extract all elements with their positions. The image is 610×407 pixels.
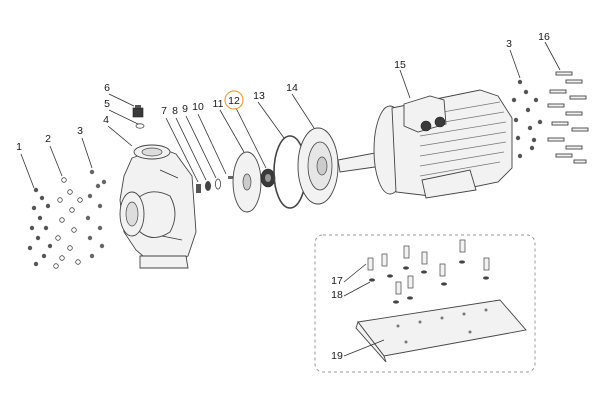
callout-labels: 1 2 3 4 5 6 7 8 9 10 11 12 13 14 15 3 16… bbox=[16, 31, 550, 362]
part-5-washer bbox=[135, 123, 145, 129]
callout-6: 6 bbox=[104, 82, 110, 94]
callout-15: 15 bbox=[394, 59, 406, 71]
callout-18: 18 bbox=[331, 289, 343, 301]
part-3-right-washers bbox=[511, 79, 543, 159]
callout-2: 2 bbox=[45, 133, 51, 145]
callout-17: 17 bbox=[331, 275, 343, 287]
callout-12: 12 bbox=[228, 95, 240, 107]
callout-7: 7 bbox=[161, 105, 167, 117]
callout-12-highlight bbox=[224, 90, 244, 110]
part-9-gasket bbox=[214, 178, 221, 190]
callout-10: 10 bbox=[192, 101, 204, 113]
callout-13: 13 bbox=[253, 90, 265, 102]
part-4-pump-casing bbox=[119, 144, 197, 269]
callout-3-left: 3 bbox=[77, 125, 83, 137]
callout-3-right: 3 bbox=[506, 38, 512, 50]
part-14-adapter-plate bbox=[297, 127, 339, 205]
part-7-ring bbox=[196, 184, 201, 193]
callout-14: 14 bbox=[286, 82, 298, 94]
part-11-impeller bbox=[232, 151, 262, 213]
part-10-key bbox=[228, 176, 234, 179]
part-16-bolts bbox=[547, 71, 589, 164]
part-18-washers bbox=[369, 260, 489, 304]
callout-8: 8 bbox=[172, 105, 178, 117]
base-plate-inset bbox=[314, 234, 536, 373]
part-17-bolts bbox=[367, 239, 490, 295]
callout-9: 9 bbox=[182, 103, 188, 115]
part-19-base-plate bbox=[355, 299, 527, 363]
part-1-nuts bbox=[27, 187, 53, 267]
callout-11: 11 bbox=[213, 98, 224, 110]
callout-1: 1 bbox=[16, 141, 22, 153]
callout-19: 19 bbox=[331, 350, 343, 362]
leader-lines bbox=[20, 41, 561, 357]
part-6-plug bbox=[132, 105, 144, 118]
part-15-motor bbox=[337, 89, 513, 199]
part-12-mechanical-seal bbox=[260, 168, 276, 188]
callout-4: 4 bbox=[103, 114, 109, 126]
part-3-left-washers bbox=[85, 169, 107, 259]
callout-16: 16 bbox=[538, 31, 550, 43]
part-8-seal bbox=[205, 181, 211, 191]
callout-5: 5 bbox=[104, 98, 110, 110]
part-2-washers bbox=[53, 177, 83, 269]
